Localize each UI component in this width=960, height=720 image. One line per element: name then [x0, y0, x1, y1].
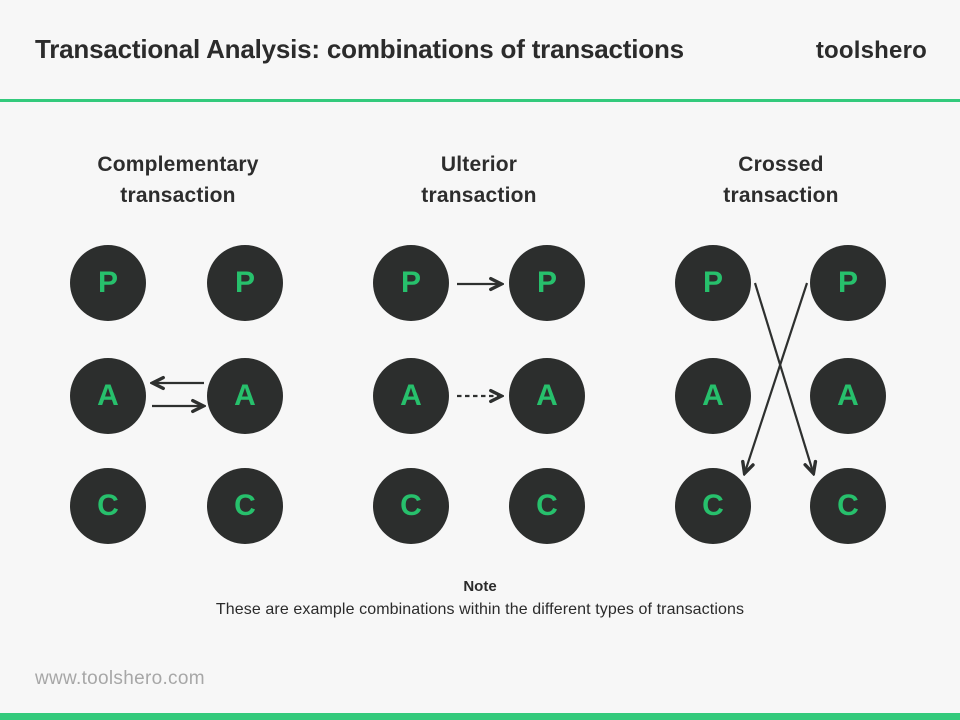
circle-parent-left: P: [373, 245, 449, 321]
circle-adult-right: A: [207, 358, 283, 434]
circle-adult-right: A: [810, 358, 886, 434]
note-text: These are example combinations within th…: [215, 601, 745, 618]
arrow-cross-left-icon: [745, 282, 809, 472]
heading-line: transaction: [421, 184, 537, 207]
circle-child-left: C: [675, 468, 751, 544]
circle-child-right: C: [509, 468, 585, 544]
circle-parent-left: P: [675, 245, 751, 321]
circle-parent-right: P: [509, 245, 585, 321]
circle-child-left: C: [373, 468, 449, 544]
complementary-heading: Complementary transaction: [97, 149, 258, 211]
note-label: Note: [463, 578, 497, 595]
circle-adult-right: A: [509, 358, 585, 434]
circle-adult-left: A: [373, 358, 449, 434]
heading-line: transaction: [723, 184, 839, 207]
heading-line: Ulterior: [440, 153, 518, 176]
circle-parent-right: P: [810, 245, 886, 321]
ulterior-heading: Ulterior transaction: [421, 149, 536, 211]
circle-adult-left: A: [70, 358, 146, 434]
footer-accent-bar: [0, 713, 960, 720]
circle-parent-right: P: [207, 245, 283, 321]
circle-parent-left: P: [70, 245, 146, 321]
website-url: www.toolshero.com: [35, 668, 205, 689]
note-block: Note These are example combinations with…: [0, 578, 960, 619]
toolshero-logo: toolshero: [815, 37, 927, 64]
crossed-heading: Crossed transaction: [723, 149, 838, 211]
header-divider: [0, 99, 960, 102]
heading-line: Complementary: [97, 153, 259, 176]
heading-line: Crossed: [738, 153, 824, 176]
circle-child-left: C: [70, 468, 146, 544]
circle-child-right: C: [207, 468, 283, 544]
circle-adult-left: A: [675, 358, 751, 434]
heading-line: transaction: [120, 184, 236, 207]
page-title: Transactional Analysis: combinations of …: [35, 34, 684, 64]
circle-child-right: C: [810, 468, 886, 544]
arrow-cross-right-icon: [753, 282, 813, 472]
